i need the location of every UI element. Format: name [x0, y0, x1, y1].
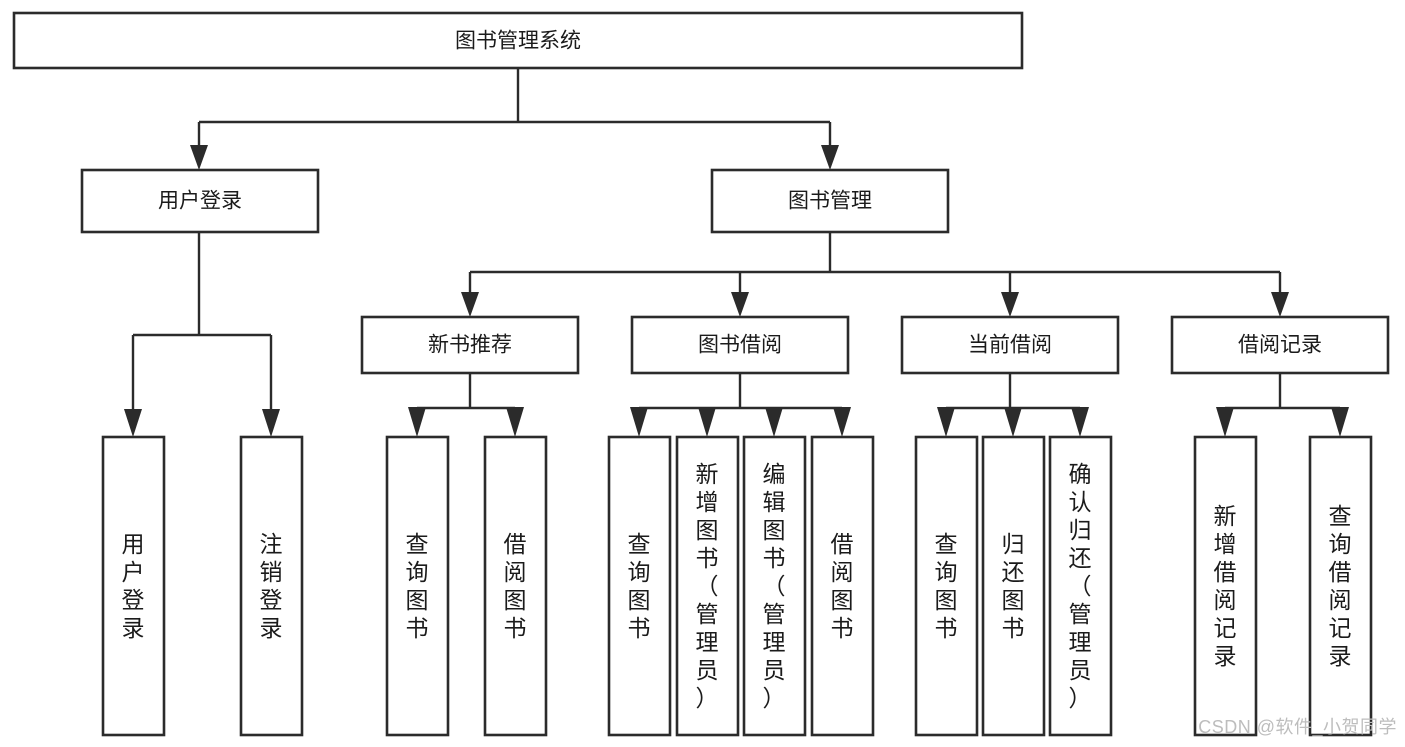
leaf-new-book-borrow-box[interactable]	[483, 435, 548, 737]
leaf-new-book-query[interactable]: 查询图书	[385, 435, 450, 737]
leaf-user-login-logout-box[interactable]	[239, 435, 304, 737]
node-new-book-recommend[interactable]: 新书推荐	[360, 315, 580, 375]
arrow-head-borrow-record	[1271, 292, 1289, 317]
node-book-borrow-box[interactable]	[630, 315, 850, 375]
node-borrow-record-label: 借阅记录	[1238, 334, 1322, 357]
arrow-head-book-borrow-leaf-3	[765, 407, 783, 437]
leaf-borrow-record-query-box[interactable]	[1308, 435, 1373, 737]
leaf-current-borrow-query-label: 查询图书	[935, 531, 958, 641]
arrow-head-borrow-record-leaf-2	[1331, 407, 1349, 437]
node-root-system-label: 图书管理系统	[455, 30, 581, 53]
arrow-head-user-login-leaf-2	[262, 409, 280, 437]
leaf-book-borrow-edit[interactable]: 编辑图书（管理员）	[742, 435, 807, 737]
arrow-head-current-borrow-leaf-2	[1004, 407, 1022, 437]
connector-layer	[124, 68, 1349, 437]
arrow-head-book-borrow-leaf-1	[630, 407, 648, 437]
leaf-user-login-logout-label: 注销登录	[260, 531, 283, 641]
arrow-head-current-borrow-leaf-1	[937, 407, 955, 437]
node-current-borrow-box[interactable]	[900, 315, 1120, 375]
leaf-book-borrow-query-box[interactable]	[607, 435, 672, 737]
leaf-current-borrow-query-box[interactable]	[914, 435, 979, 737]
arrow-head-book-borrow	[731, 292, 749, 317]
node-new-book-recommend-label: 新书推荐	[428, 334, 512, 357]
node-book-borrow[interactable]: 图书借阅	[630, 315, 850, 375]
leaf-book-borrow-query[interactable]: 查询图书	[607, 435, 672, 737]
leaf-borrow-record-add-label: 新增借阅记录	[1214, 503, 1237, 669]
leaf-borrow-record-query[interactable]: 查询借阅记录	[1308, 435, 1373, 737]
node-borrow-record-box[interactable]	[1170, 315, 1390, 375]
arrow-head-new-book	[461, 292, 479, 317]
leaf-current-borrow-confirm-box[interactable]	[1048, 435, 1113, 737]
leaf-new-book-borrow[interactable]: 借阅图书	[483, 435, 548, 737]
node-root-system[interactable]: 图书管理系统	[12, 11, 1024, 70]
leaf-book-borrow-query-label: 查询图书	[628, 531, 651, 641]
leaf-current-borrow-confirm-label: 确认归还（管理员）	[1069, 461, 1092, 711]
arrow-head-user-login	[190, 145, 208, 170]
leaf-book-borrow-borrow-label: 借阅图书	[831, 531, 854, 641]
arrow-head-new-book-leaf-2	[506, 407, 524, 437]
leaf-user-login-logout[interactable]: 注销登录	[239, 435, 304, 737]
node-book-borrow-label: 图书借阅	[698, 334, 782, 357]
leaf-new-book-query-label: 查询图书	[406, 531, 429, 641]
leaf-book-borrow-add-box[interactable]	[675, 435, 740, 737]
arrow-head-book-borrow-leaf-4	[833, 407, 851, 437]
arrow-head-current-borrow-leaf-3	[1071, 407, 1089, 437]
leaf-user-login-login-label: 用户登录	[122, 531, 145, 641]
leaf-current-borrow-query[interactable]: 查询图书	[914, 435, 979, 737]
leaf-current-borrow-return[interactable]: 归还图书	[981, 435, 1046, 737]
node-current-borrow-label: 当前借阅	[968, 334, 1052, 357]
node-root-system-box[interactable]	[12, 11, 1024, 70]
node-book-management-label: 图书管理	[788, 190, 872, 213]
leaf-user-login-login[interactable]: 用户登录	[101, 435, 166, 737]
leaf-new-book-query-box[interactable]	[385, 435, 450, 737]
arrow-head-user-login-leaf-1	[124, 409, 142, 437]
arrow-head-new-book-leaf-1	[408, 407, 426, 437]
arrow-head-borrow-record-leaf-1	[1216, 407, 1234, 437]
leaf-book-borrow-add-label: 新增图书（管理员）	[696, 461, 719, 711]
arrow-head-book-borrow-leaf-2	[698, 407, 716, 437]
node-current-borrow[interactable]: 当前借阅	[900, 315, 1120, 375]
leaf-current-borrow-confirm[interactable]: 确认归还（管理员）	[1048, 435, 1113, 737]
leaf-book-borrow-add[interactable]: 新增图书（管理员）	[675, 435, 740, 737]
leaf-borrow-record-add[interactable]: 新增借阅记录	[1193, 435, 1258, 737]
leaf-book-borrow-borrow[interactable]: 借阅图书	[810, 435, 875, 737]
leaf-book-borrow-edit-box[interactable]	[742, 435, 807, 737]
node-book-management-box[interactable]	[710, 168, 950, 234]
node-user-login-label: 用户登录	[158, 190, 242, 213]
leaf-book-borrow-borrow-box[interactable]	[810, 435, 875, 737]
node-new-book-recommend-box[interactable]	[360, 315, 580, 375]
node-borrow-record[interactable]: 借阅记录	[1170, 315, 1390, 375]
leaf-user-login-login-box[interactable]	[101, 435, 166, 737]
node-user-login[interactable]: 用户登录	[80, 168, 320, 234]
leaf-borrow-record-query-label: 查询借阅记录	[1329, 503, 1352, 669]
leaf-borrow-record-add-box[interactable]	[1193, 435, 1258, 737]
leaf-current-borrow-return-box[interactable]	[981, 435, 1046, 737]
node-user-login-box[interactable]	[80, 168, 320, 234]
leaf-new-book-borrow-label: 借阅图书	[504, 531, 527, 641]
leaf-book-borrow-edit-label: 编辑图书（管理员）	[763, 461, 786, 711]
arrow-head-book-mgmt	[821, 145, 839, 170]
leaf-current-borrow-return-label: 归还图书	[1002, 531, 1025, 641]
arrow-head-current-borrow	[1001, 292, 1019, 317]
node-book-management[interactable]: 图书管理	[710, 168, 950, 234]
